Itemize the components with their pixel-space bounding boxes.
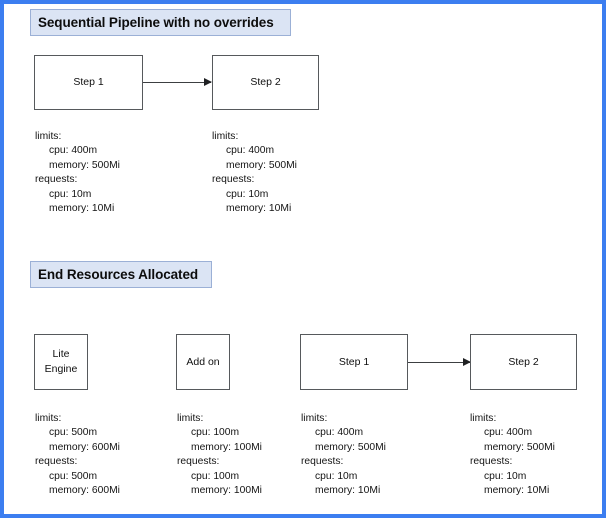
resource-line: requests: (212, 174, 255, 186)
arrow-step1-to-step2-bottom (408, 358, 471, 367)
resource-line: cpu: 100m (191, 470, 240, 482)
resource-line: limits: (212, 131, 239, 142)
resource-line: requests: (177, 456, 220, 468)
node-label: Step 2 (508, 355, 539, 368)
resource-line: requests: (301, 456, 344, 468)
resource-line: cpu: 10m (226, 188, 269, 200)
resource-line: limits: (177, 413, 204, 424)
node-box-step-2-bottom[interactable]: Step 2 (470, 334, 577, 390)
resource-line: cpu: 10m (315, 470, 358, 482)
resource-line: cpu: 10m (484, 470, 527, 482)
resource-line: memory: 10Mi (484, 485, 550, 497)
arrow-step1-to-step2-top (143, 78, 212, 87)
resource-line: memory: 10Mi (315, 485, 381, 497)
node-label: Step 2 (250, 76, 281, 88)
resource-line: memory: 500Mi (315, 441, 386, 453)
node-label: Step 1 (338, 355, 370, 368)
resource-line: memory: 10Mi (226, 203, 292, 215)
resource-line: limits: (301, 413, 328, 424)
resource-line: cpu: 400m (315, 427, 364, 439)
resource-block-add-on: limits: cpu: 100m memory: 100Mi requests… (177, 412, 262, 498)
resource-line: memory: 10Mi (49, 203, 115, 215)
resource-line: memory: 500Mi (226, 159, 297, 171)
resource-line: memory: 100Mi (191, 485, 262, 497)
resource-line: cpu: 400m (226, 145, 275, 157)
resource-line: cpu: 400m (49, 145, 98, 157)
resource-line: cpu: 100m (191, 427, 240, 439)
section-title-sequential-pipeline: Sequential Pipeline with no overrides (30, 9, 291, 36)
resource-line: cpu: 10m (49, 188, 92, 200)
resource-line: cpu: 500m (49, 470, 98, 482)
resource-line: memory: 500Mi (484, 441, 555, 453)
node-box-add-on[interactable]: Add on (176, 334, 230, 390)
resource-line: memory: 100Mi (191, 441, 262, 453)
resource-line: limits: (470, 413, 497, 424)
resource-block-lite-engine: limits: cpu: 500m memory: 600Mi requests… (35, 412, 120, 498)
resource-line: requests: (35, 456, 78, 468)
section-title-end-resources-allocated: End Resources Allocated (30, 261, 212, 288)
node-label: Lite Engine (44, 348, 78, 375)
node-label: Add on (186, 355, 220, 368)
node-box-step-1-top[interactable]: Step 1 (34, 55, 143, 110)
resource-line: memory: 500Mi (49, 159, 120, 171)
resource-line: limits: (35, 413, 62, 424)
node-box-lite-engine[interactable]: Lite Engine (34, 334, 88, 390)
resource-line: memory: 600Mi (49, 485, 120, 497)
resource-line: limits: (35, 131, 62, 142)
resource-block-step-1-bottom: limits: cpu: 400m memory: 500Mi requests… (301, 412, 386, 498)
resource-line: requests: (470, 456, 513, 468)
resource-line: memory: 600Mi (49, 441, 120, 453)
resource-line: cpu: 400m (484, 427, 533, 439)
resource-line: requests: (35, 174, 78, 186)
node-label: Step 1 (73, 76, 104, 88)
resource-block-step-2-bottom: limits: cpu: 400m memory: 500Mi requests… (470, 412, 555, 498)
resource-block-step-1-top: limits: cpu: 400m memory: 500Mi requests… (35, 130, 120, 216)
node-box-step-2-top[interactable]: Step 2 (212, 55, 319, 110)
resource-block-step-2-top: limits: cpu: 400m memory: 500Mi requests… (212, 130, 297, 216)
resource-line: cpu: 500m (49, 427, 98, 439)
node-box-step-1-bottom[interactable]: Step 1 (300, 334, 408, 390)
